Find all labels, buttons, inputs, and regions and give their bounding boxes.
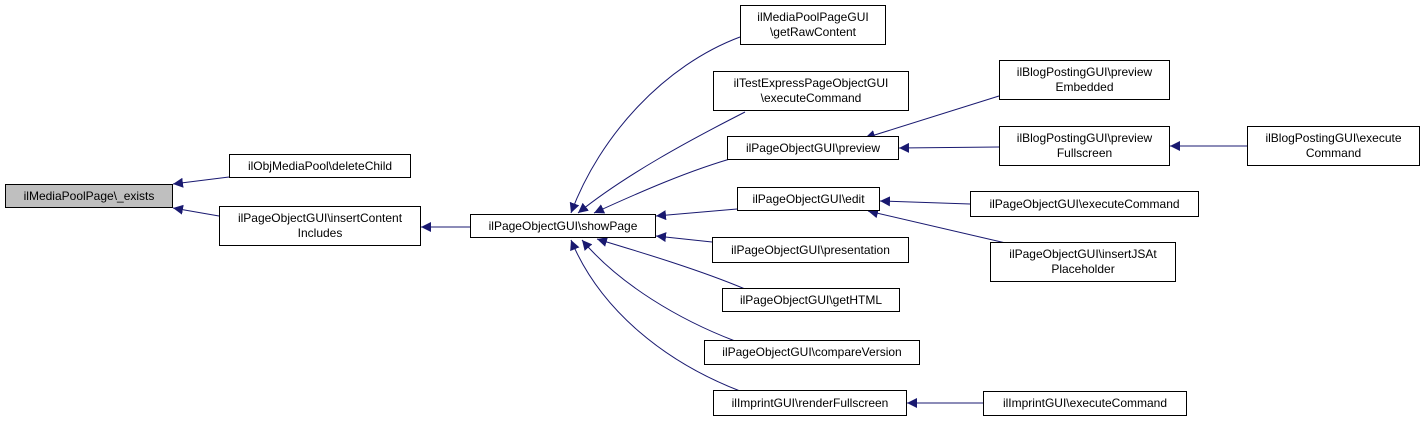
node-label-line: ilPageObjectGUI\preview	[745, 140, 881, 155]
node-blog-execute-command[interactable]: ilBlogPostingGUI\execute Command	[1247, 126, 1420, 166]
edge-get-raw-content-to-show-page	[569, 36, 741, 214]
edge-get-html-to-show-page	[596, 237, 746, 290]
node-label-line: Embedded	[1055, 80, 1114, 94]
node-page-execute-command[interactable]: ilPageObjectGUI\executeCommand	[970, 191, 1199, 217]
node-label-line: \executeCommand	[760, 91, 862, 105]
node-preview[interactable]: ilPageObjectGUI\preview	[727, 136, 899, 160]
node-label-line: ilBlogPostingGUI\preview	[1016, 65, 1153, 79]
node-label-line: ilPageObjectGUI\compareVersion	[722, 345, 902, 359]
node-blog-preview-fullscreen[interactable]: ilBlogPostingGUI\preview Fullscreen	[999, 126, 1170, 166]
node-label-line: ilPageObjectGUI\edit	[752, 191, 865, 206]
node-blog-preview-embedded[interactable]: ilBlogPostingGUI\preview Embedded	[999, 60, 1170, 100]
edge-blog-preview-embedded-to-preview	[864, 95, 1000, 140]
node-label-line: Placeholder	[1051, 262, 1115, 276]
node-label-line: ilBlogPostingGUI\preview	[1016, 131, 1153, 145]
edge-presentation-to-show-page	[655, 232, 713, 243]
node-label-line: ilMediaPoolPage\_exists	[23, 188, 155, 203]
node-presentation[interactable]: ilPageObjectGUI\presentation	[712, 237, 909, 263]
node-render-fullscreen[interactable]: ilImprintGUI\renderFullscreen	[713, 390, 907, 416]
edge-delete-child-to-root	[172, 176, 230, 188]
node-show-page[interactable]: ilPageObjectGUI\showPage	[470, 214, 656, 238]
node-label-line: ilTestExpressPageObjectGUI	[733, 76, 889, 90]
edge-preview-to-show-page	[593, 156, 738, 214]
node-label-line: \getRawContent	[769, 25, 857, 39]
node-label-line: ilPageObjectGUI\getHTML	[739, 292, 883, 307]
node-label-line: Command	[1305, 146, 1362, 160]
node-get-raw-content[interactable]: ilMediaPoolPageGUI \getRawContent	[740, 5, 886, 45]
edge-compare-version-to-show-page	[581, 239, 736, 342]
node-test-express-execute-command[interactable]: ilTestExpressPageObjectGUI \executeComma…	[713, 71, 909, 111]
node-compare-version[interactable]: ilPageObjectGUI\compareVersion	[704, 340, 920, 365]
node-root-media-pool-page-exists: ilMediaPoolPage\_exists	[5, 184, 173, 208]
node-label-line: Includes	[297, 226, 343, 240]
node-label-line: ilImprintGUI\renderFullscreen	[731, 395, 889, 410]
node-insert-js-placeholder[interactable]: ilPageObjectGUI\insertJSAt Placeholder	[990, 242, 1176, 282]
edge-edit-to-show-page	[655, 208, 738, 221]
node-label-line: ilBlogPostingGUI\execute	[1265, 131, 1402, 145]
edge-insert-js-placeholder-to-edit	[867, 208, 1011, 245]
node-label-line: ilImprintGUI\executeCommand	[1002, 396, 1168, 410]
node-label-line: ilMediaPoolPageGUI	[757, 10, 869, 24]
edge-test-express-execute-to-show-page	[577, 111, 746, 214]
node-get-html[interactable]: ilPageObjectGUI\getHTML	[722, 288, 900, 312]
node-delete-child[interactable]: ilObjMediaPool\deleteChild	[229, 154, 411, 178]
node-edit[interactable]: ilPageObjectGUI\edit	[737, 187, 880, 211]
node-label-line: ilPageObjectGUI\insertContent	[237, 211, 403, 225]
node-imprint-execute-command[interactable]: ilImprintGUI\executeCommand	[983, 391, 1187, 416]
node-insert-content-includes[interactable]: ilPageObjectGUI\insertContent Includes	[219, 206, 421, 246]
edge-render-fullscreen-to-show-page	[570, 239, 741, 392]
node-label-line: ilPageObjectGUI\insertJSAt	[1009, 247, 1157, 261]
edge-blog-preview-fullscreen-to-preview	[898, 142, 1000, 153]
node-label-line: ilPageObjectGUI\presentation	[731, 242, 890, 257]
edge-insert-content-includes-to-root	[172, 204, 220, 217]
edge-page-execute-command-to-edit	[879, 196, 971, 207]
node-label-line: Fullscreen	[1056, 146, 1113, 160]
node-label-line: ilPageObjectGUI\executeCommand	[989, 196, 1180, 211]
node-label-line: ilObjMediaPool\deleteChild	[247, 158, 393, 173]
node-label-line: ilPageObjectGUI\showPage	[488, 218, 638, 233]
